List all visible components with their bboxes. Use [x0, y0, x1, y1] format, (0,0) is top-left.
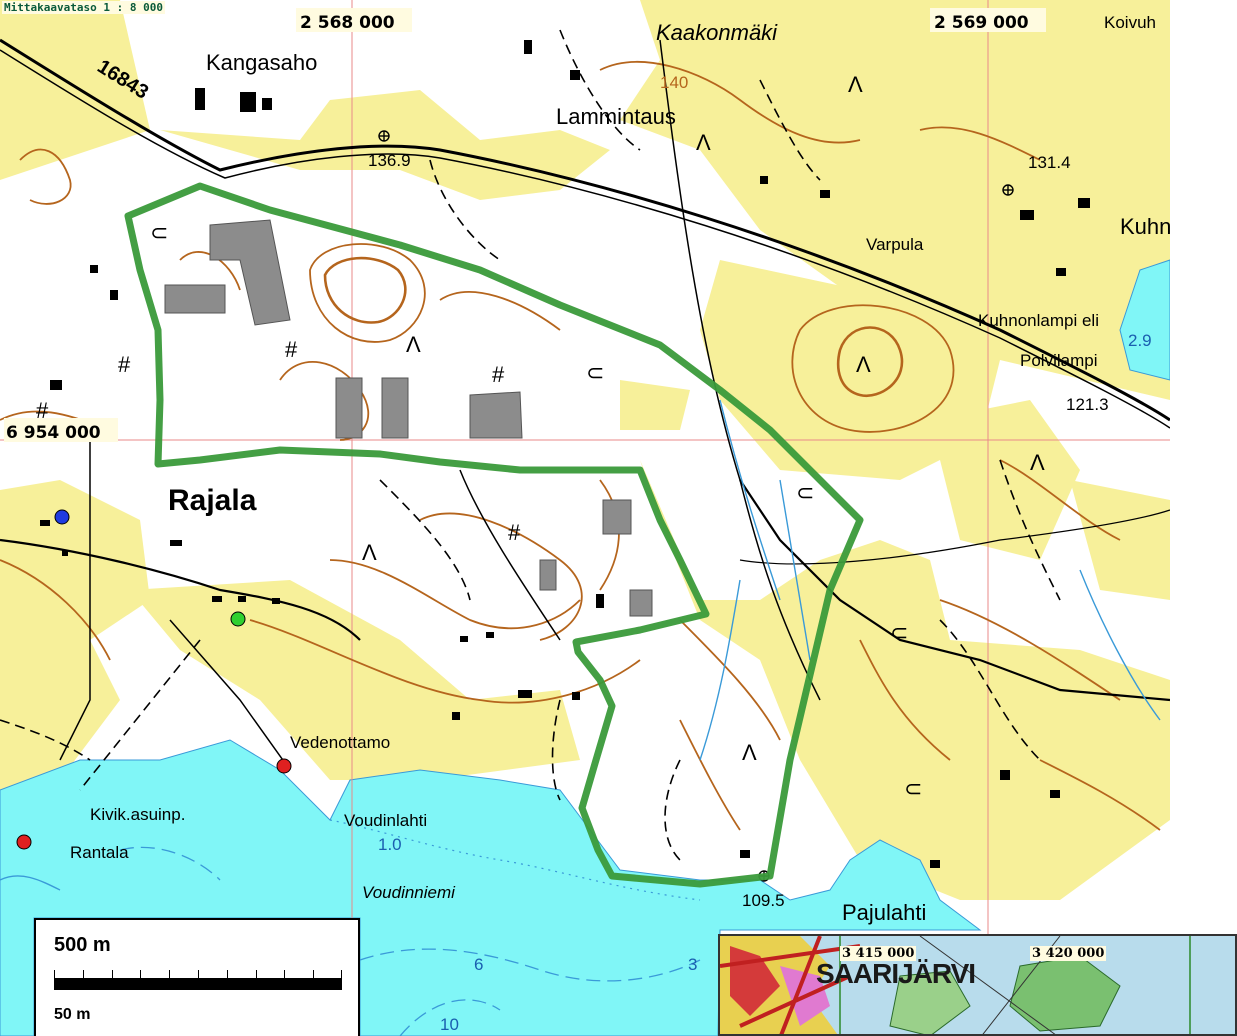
elevation-label: 136.9 [368, 151, 411, 170]
blue-marker-icon[interactable] [54, 509, 70, 525]
paths [0, 29, 1061, 861]
place-pajulahti: Pajulahti [842, 900, 926, 925]
svg-text:Λ: Λ [742, 740, 757, 765]
place-koivu: Koivuh [1104, 13, 1156, 32]
place-vedenottamo: Vedenottamo [290, 733, 390, 752]
red-marker-icon[interactable] [276, 758, 292, 774]
svg-text:Λ: Λ [696, 130, 711, 155]
grid-label-x1: 2 568 000 [300, 13, 395, 33]
scale-bar-fill [54, 978, 342, 990]
map-margin [1170, 0, 1237, 1036]
depth-label: 1.0 [378, 835, 402, 854]
elevation-label: 109.5 [742, 891, 785, 910]
svg-text:⊂: ⊂ [904, 776, 922, 801]
place-kangasaho: Kangasaho [206, 50, 317, 75]
depth-contours [119, 846, 701, 1036]
roads [0, 38, 1171, 771]
overview-title: SAARIJÄRVI [816, 958, 976, 989]
svg-text:Λ: Λ [406, 332, 421, 357]
depth-label: 10 [440, 1015, 459, 1034]
place-kuhn: Kuhn [1120, 214, 1171, 239]
place-kivik: Kivik.asuinp. [90, 805, 185, 824]
svg-text:Λ: Λ [362, 540, 377, 565]
overview-coord-2: 3 420 000 [1030, 946, 1107, 961]
red-marker-icon[interactable] [16, 834, 32, 850]
svg-text:⊂: ⊂ [796, 480, 814, 505]
scale-label-bottom: 50 m [54, 1006, 91, 1023]
svg-text:⊂: ⊂ [150, 220, 168, 245]
place-rajala: Rajala [168, 484, 257, 517]
depth-label: 6 [474, 955, 483, 974]
overview-map[interactable]: 3 415 000 3 420 000 SAARIJÄRVI [718, 934, 1237, 1036]
overview-coord-1: 3 415 000 [840, 946, 917, 961]
grid-lines [0, 0, 1170, 1036]
svg-text:Λ: Λ [1030, 450, 1045, 475]
place-polvilampi: Polvilampi [1020, 351, 1097, 370]
map-scale-title: Mittakaavataso 1 : 8 000 [2, 1, 165, 14]
svg-text:⊂: ⊂ [586, 360, 604, 385]
place-kaakonmaki: Kaakonmäki [656, 20, 778, 45]
grid-label-y1: 6 954 000 [6, 423, 101, 443]
streams [0, 399, 1161, 891]
planning-boundary[interactable] [124, 182, 864, 888]
svg-text:Λ: Λ [848, 72, 863, 97]
place-rantala: Rantala [70, 843, 129, 862]
scale-ticks [54, 970, 342, 978]
svg-text:#: # [285, 337, 298, 362]
small-buildings [40, 40, 1090, 868]
place-voudinniemi: Voudinniemi [362, 883, 456, 902]
place-kuhnonlampi: Kuhnonlampi eli [978, 311, 1099, 330]
contour-lines [0, 61, 1161, 831]
svg-text:#: # [118, 352, 131, 377]
elevation-labels: 136.9 140 131.4 121.3 109.5 2.9 1.0 6 10… [368, 73, 1152, 1034]
markers [16, 509, 292, 850]
field-areas [0, 0, 1170, 900]
water-areas [0, 259, 1171, 1036]
svg-text:Λ: Λ [856, 352, 871, 377]
svg-text:#: # [492, 362, 505, 387]
overview-map-graphic [720, 936, 1191, 1034]
scale-label-top: 500 m [54, 934, 111, 956]
svg-text:#: # [508, 520, 521, 545]
contour-label: 140 [660, 73, 688, 92]
elevation-label: 131.4 [1028, 153, 1071, 172]
svg-text:#: # [36, 398, 49, 423]
depth-label: 3 [688, 955, 697, 974]
scale-bar: 500 m 50 m [34, 918, 360, 1036]
place-lammintaus: Lammintaus [556, 104, 676, 129]
grid-coordinate-labels: 2 568 000 2 569 000 6 954 000 [4, 8, 1046, 443]
elevation-label: 121.3 [1066, 395, 1109, 414]
depth-label: 2.9 [1128, 331, 1152, 350]
grid-label-x2: 2 569 000 [934, 13, 1029, 33]
map-symbols: # # # # # Λ Λ Λ Λ Λ Λ Λ ⊂ ⊂ ⊂ ⊂ ⊂ [36, 72, 1045, 801]
green-marker-icon[interactable] [230, 611, 246, 627]
place-voudinlahti: Voudinlahti [344, 811, 427, 830]
place-varpula: Varpula [866, 235, 924, 254]
svg-text:⊂: ⊂ [890, 620, 908, 645]
large-buildings [164, 219, 653, 617]
